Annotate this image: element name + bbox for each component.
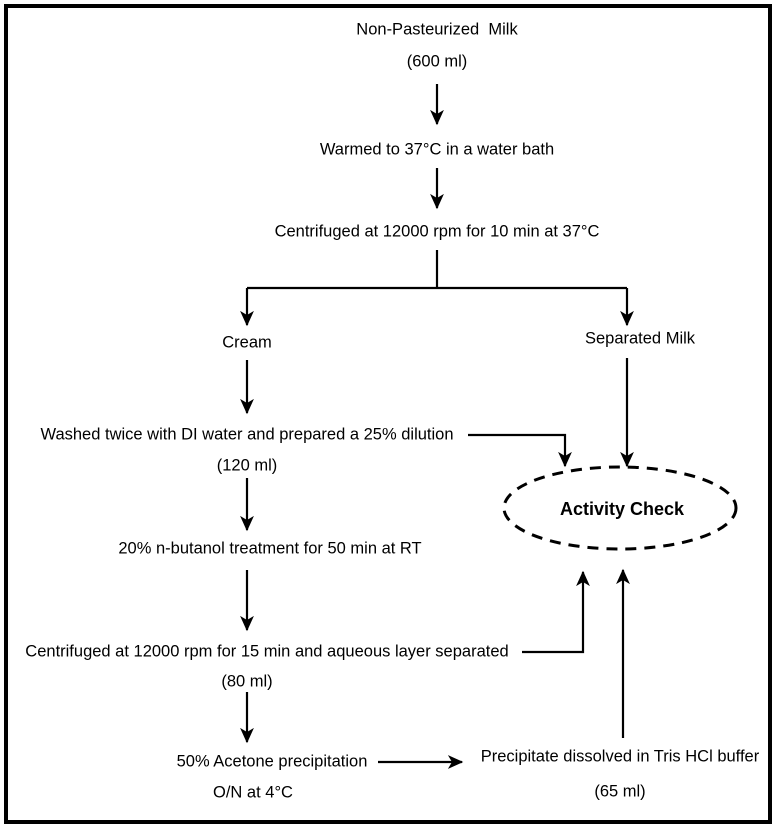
- node-separated-milk-label: Separated Milk: [585, 329, 696, 347]
- node-acetone-line2: O/N at 4°C: [213, 783, 293, 801]
- node-raw-milk-line1: Non-Pasteurized Milk: [356, 20, 518, 38]
- edge-washing-to-activity-check: [468, 433, 572, 468]
- node-precipitate-line1: Precipitate dissolved in Tris HCl buffer: [481, 747, 760, 765]
- node-washing-line2: (120 ml): [217, 456, 278, 474]
- node-cream-label: Cream: [222, 333, 272, 351]
- activity-check-label: Activity Check: [560, 499, 685, 519]
- node-label-group: Non-Pasteurized Milk (600 ml) Warmed to …: [25, 20, 759, 801]
- node-butanol-line1: 20% n-butanol treatment for 50 min at RT: [118, 539, 421, 557]
- node-acetone-line1: 50% Acetone precipitation: [177, 752, 368, 770]
- node-raw-milk-line2: (600 ml): [407, 52, 468, 70]
- activity-check-ellipse: [502, 465, 738, 551]
- node-centrifuge-1-line1: Centrifuged at 12000 rpm for 10 min at 3…: [275, 222, 600, 240]
- node-centrifuge-2-line2: (80 ml): [221, 672, 272, 690]
- node-centrifuge-2-line1: Centrifuged at 12000 rpm for 15 min and …: [25, 642, 508, 660]
- edge-centrifuge2-to-activity-check: [522, 570, 590, 654]
- node-washing-line1: Washed twice with DI water and prepared …: [40, 425, 453, 443]
- node-warming-line1: Warmed to 37°C in a water bath: [320, 140, 554, 158]
- activity-check-node[interactable]: Activity Check: [502, 465, 738, 551]
- node-precipitate-line2: (65 ml): [594, 782, 645, 800]
- connector-group: [240, 84, 634, 769]
